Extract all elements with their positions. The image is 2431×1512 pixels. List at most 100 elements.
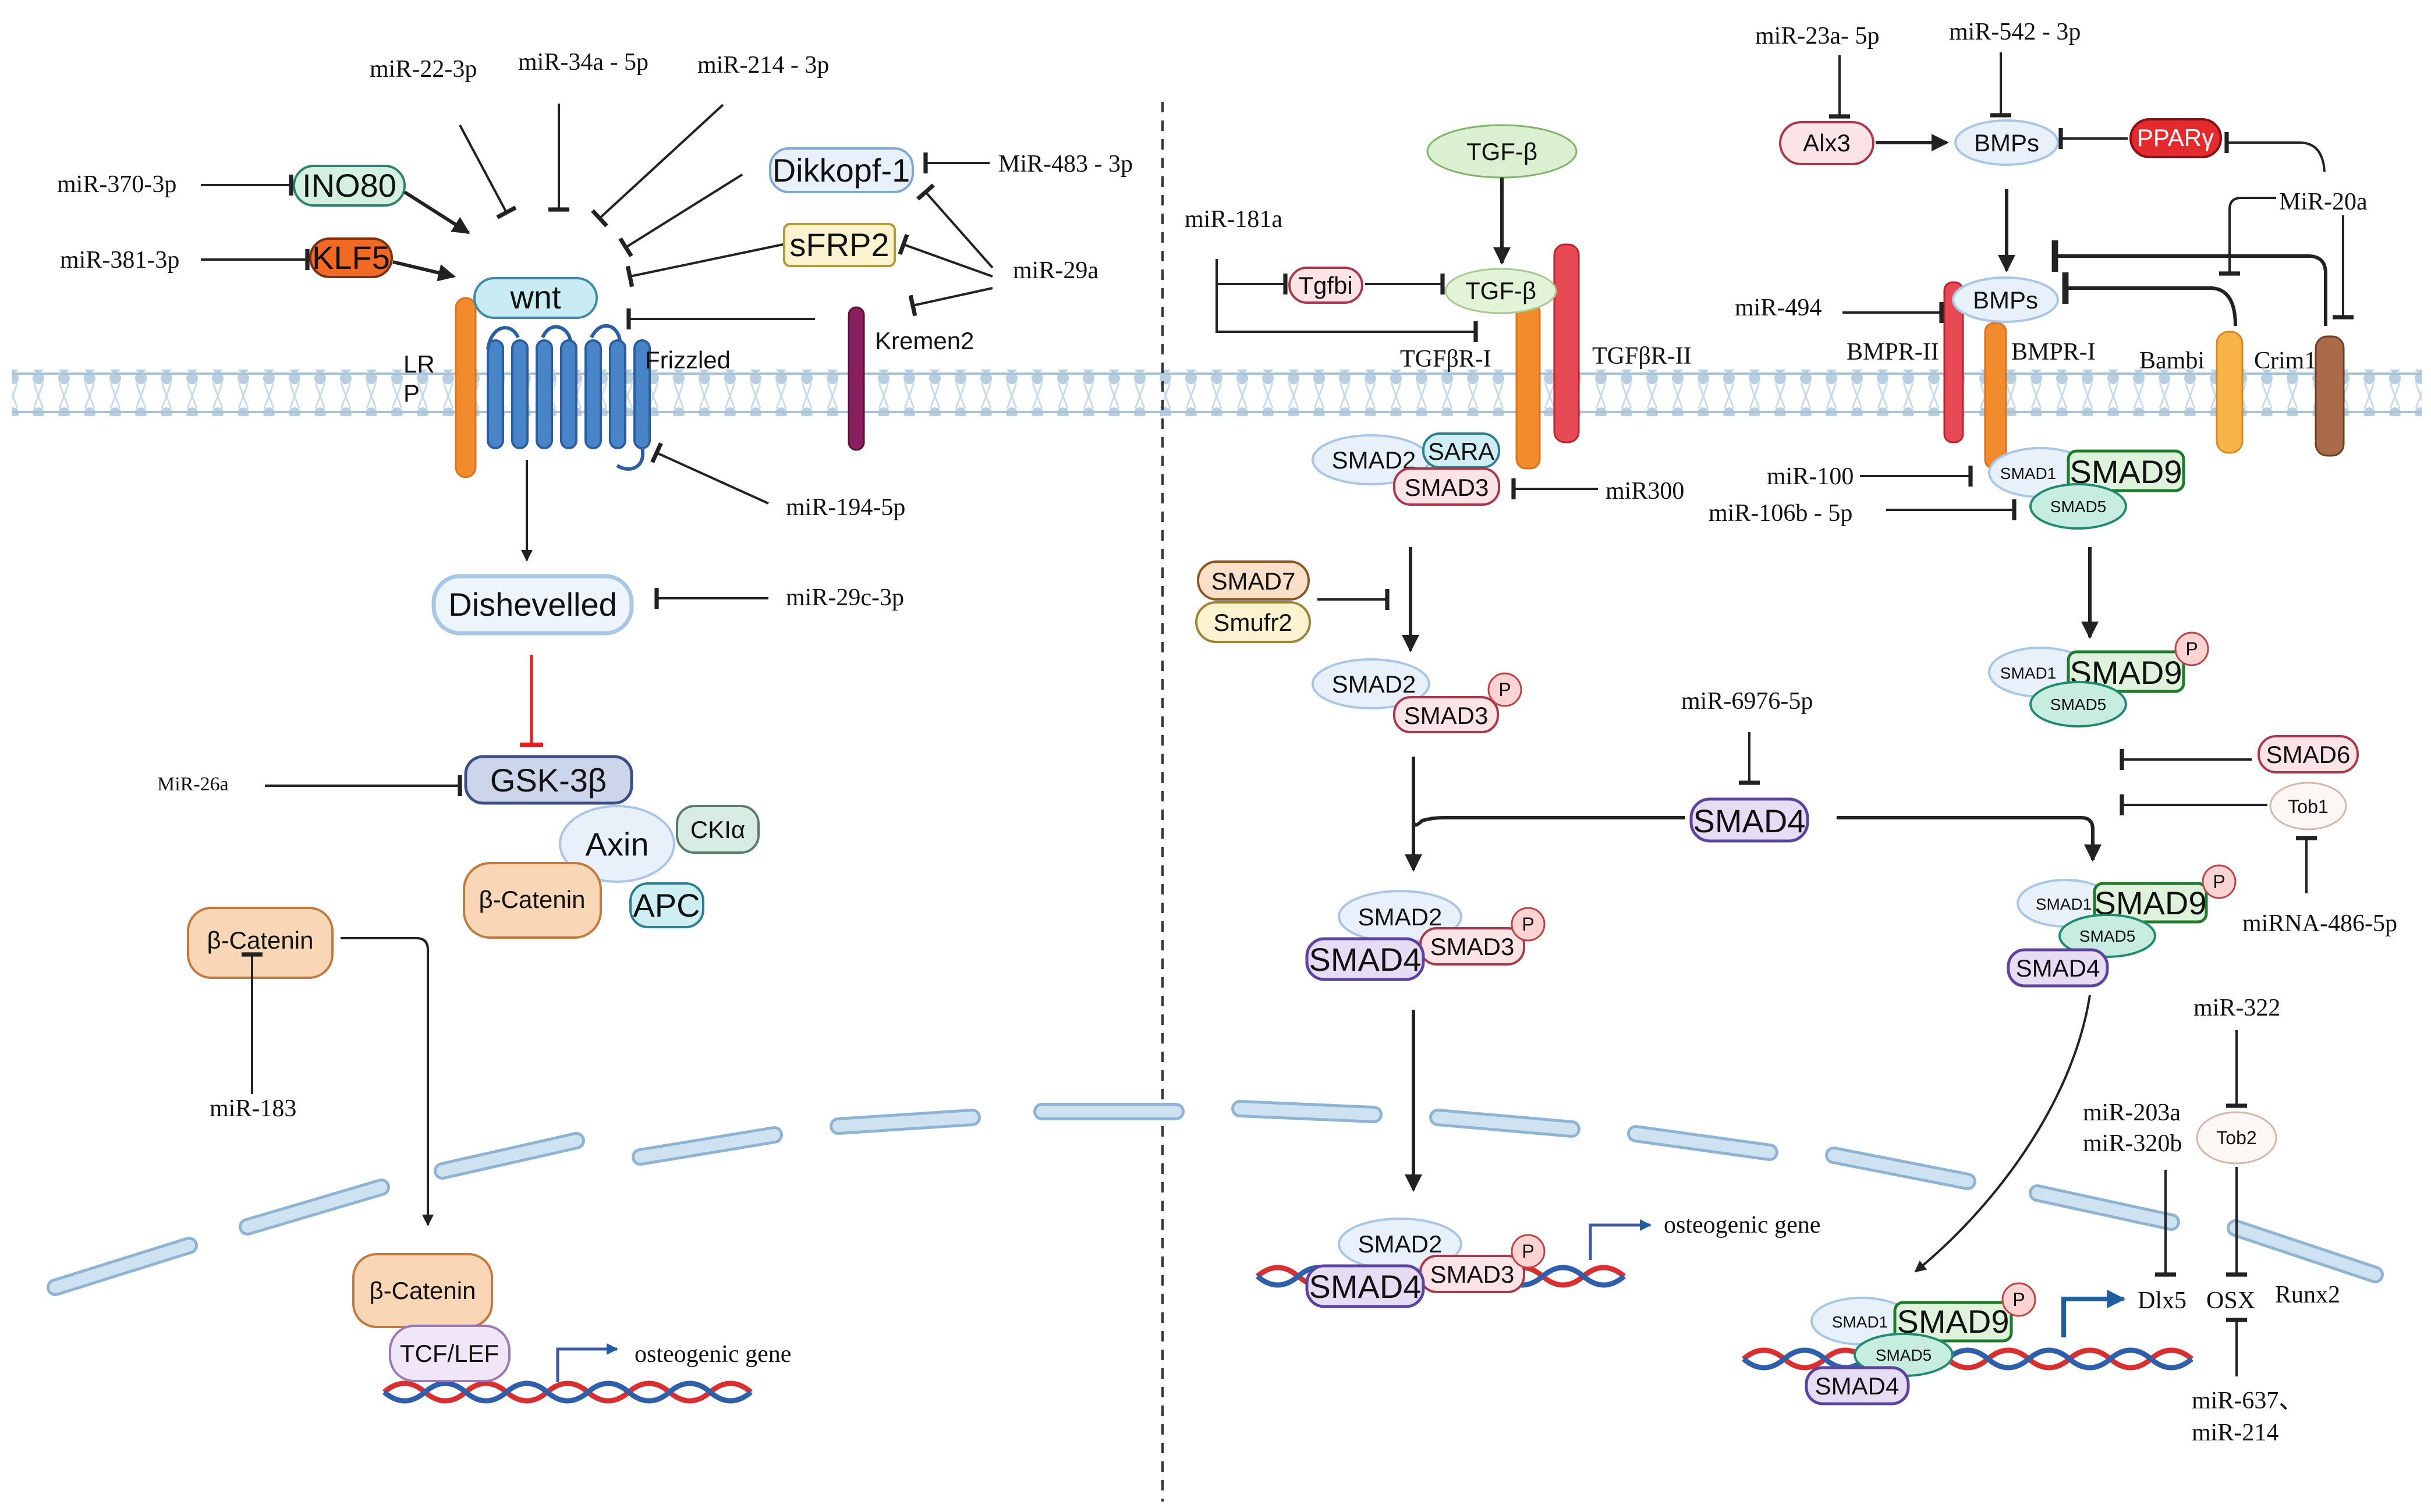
mir-26a: MiR-26a bbox=[157, 773, 229, 795]
smad9-a bbox=[2067, 449, 2185, 492]
mir-20a: MiR-20a bbox=[2279, 189, 2368, 215]
alx3-node bbox=[1779, 121, 1874, 165]
klf5-node bbox=[309, 237, 393, 278]
p-bmp-d-label: P bbox=[2012, 1289, 2025, 1310]
tgfb-top-label: TGF-β bbox=[1466, 138, 1537, 165]
mir-194-5p: miR-194-5p bbox=[786, 494, 905, 521]
bmp-edges bbox=[1829, 52, 2354, 1376]
tob1-node bbox=[2269, 782, 2347, 830]
bcat-complex-label: β-Catenin bbox=[479, 886, 586, 913]
p-tgf-c-label: P bbox=[1522, 914, 1534, 935]
dkk1-label: Dikkopf-1 bbox=[772, 152, 910, 189]
smad2-b-label: SMAD2 bbox=[1332, 670, 1416, 698]
smad1-d-label: SMAD1 bbox=[1832, 1313, 1888, 1331]
bmp-transcription-arrow bbox=[2061, 1290, 2126, 1337]
smad5-c-label: SMAD5 bbox=[2079, 927, 2135, 945]
alx3-label: Alx3 bbox=[1803, 129, 1851, 157]
bmpr2-label: BMPR-II bbox=[1847, 339, 1939, 365]
dna-bmp bbox=[1742, 1347, 2193, 1371]
smad4-shared-label: SMAD4 bbox=[1693, 803, 1806, 839]
wnt-gene-label: osteogenic gene bbox=[635, 1341, 791, 1368]
tob1-label: Tob1 bbox=[2288, 796, 2328, 817]
p-tgf-d bbox=[1511, 1234, 1546, 1269]
mir-23a-5p: miR-23a- 5p bbox=[1755, 23, 1879, 49]
mirna-486-5p: miRNA-486-5p bbox=[2242, 910, 2397, 937]
frizzled-label: Frizzled bbox=[645, 346, 731, 374]
smad2-d-label: SMAD2 bbox=[1358, 1230, 1443, 1258]
mir-203a: miR-203a bbox=[2083, 1099, 2181, 1126]
apc-label: APC bbox=[633, 887, 700, 924]
bcat-complex-node bbox=[463, 862, 602, 939]
smad5-b-label: SMAD5 bbox=[2050, 695, 2106, 714]
smad5-a bbox=[2029, 483, 2127, 530]
dkk1-node bbox=[769, 147, 914, 193]
gsk3b-node bbox=[464, 755, 633, 805]
smufr2-label: Smufr2 bbox=[1213, 609, 1292, 636]
smad4-c-label: SMAD4 bbox=[1309, 941, 1422, 978]
mir-34a-5p: miR-34a - 5p bbox=[518, 49, 648, 76]
tgfbi-label: Tgfbi bbox=[1298, 272, 1352, 299]
mir-214: miR-214 bbox=[2192, 1419, 2278, 1446]
bambi-label: Bambi bbox=[2139, 347, 2205, 374]
smad3-c-label: SMAD3 bbox=[1430, 933, 1515, 960]
p-tgf-d-label: P bbox=[1522, 1241, 1534, 1262]
tcf-lef-node bbox=[389, 1325, 511, 1382]
smad5-a-label: SMAD5 bbox=[2050, 498, 2106, 516]
tgfbr1-label: TGFβR-I bbox=[1400, 346, 1491, 372]
osx-label: OSX bbox=[2206, 1287, 2255, 1314]
smad1-a-label: SMAD1 bbox=[2000, 464, 2056, 482]
dlx5-label: Dlx5 bbox=[2138, 1287, 2187, 1314]
smad5-b bbox=[2029, 681, 2127, 727]
mir-22-3p: miR-22-3p bbox=[370, 56, 477, 83]
smad3-d-label: SMAD3 bbox=[1430, 1261, 1515, 1288]
mir-181a: miR-181a bbox=[1185, 206, 1282, 233]
bmps-bound-label: BMPs bbox=[1973, 286, 2038, 314]
wnt-transcription-arrow bbox=[556, 1343, 618, 1382]
mir-214-3p: miR-214 - 3p bbox=[697, 52, 829, 79]
tob2-label: Tob2 bbox=[2216, 1127, 2256, 1148]
frizzled-receptor bbox=[486, 324, 651, 471]
dishevelled-label: Dishevelled bbox=[448, 586, 617, 623]
tgf-gene-label: osteogenic gene bbox=[1664, 1212, 1820, 1238]
tgfbr1-receptor bbox=[1515, 301, 1541, 470]
bmpr1-label: BMPR-I bbox=[2011, 339, 2096, 365]
smad1-b-label: SMAD1 bbox=[2000, 664, 2056, 682]
smad4-d bbox=[1305, 1264, 1425, 1308]
smad2-a-label: SMAD2 bbox=[1332, 446, 1416, 474]
crim1-label: Crim1 bbox=[2254, 347, 2316, 374]
smad4-shared bbox=[1689, 797, 1809, 843]
wnt-label: wnt bbox=[509, 279, 561, 315]
mir-322: miR-322 bbox=[2193, 995, 2280, 1021]
smad4-bmp-d-label: SMAD4 bbox=[1815, 1372, 1900, 1400]
p-tgf-b-label: P bbox=[1498, 679, 1511, 700]
p-bmp-b bbox=[2174, 631, 2209, 666]
mir-100: miR-100 bbox=[1767, 463, 1854, 490]
bcat-free-label: β-Catenin bbox=[207, 927, 314, 954]
smad9-d bbox=[1893, 1301, 2013, 1343]
smad4-bmp-d bbox=[1805, 1366, 1910, 1405]
sfrp2-node bbox=[783, 223, 896, 267]
tob2-node bbox=[2196, 1111, 2277, 1165]
tgfb-bound bbox=[1444, 268, 1557, 314]
ck1a-label: CKIα bbox=[690, 816, 745, 843]
mir-370-3p: miR-370-3p bbox=[57, 171, 176, 198]
smad9-c bbox=[2093, 882, 2208, 924]
tgfbr2-label: TGFβR-II bbox=[1592, 343, 1692, 370]
tgf-edges bbox=[1216, 259, 2102, 1192]
smad6-node bbox=[2258, 735, 2359, 773]
bmps-top-label: BMPs bbox=[1974, 129, 2039, 157]
smad9-b bbox=[2067, 650, 2185, 693]
p-bmp-b-label: P bbox=[2185, 638, 2198, 659]
axin-node bbox=[559, 805, 675, 883]
mir-183: miR-183 bbox=[210, 1095, 296, 1122]
smad1-c-label: SMAD1 bbox=[2036, 895, 2092, 913]
smad3-b bbox=[1393, 696, 1499, 733]
p-bmp-c-label: P bbox=[2213, 871, 2225, 892]
ino80-node bbox=[293, 165, 406, 207]
smad2-c-label: SMAD2 bbox=[1358, 903, 1443, 931]
smad3-a-label: SMAD3 bbox=[1405, 474, 1489, 501]
smad4-bmp-c bbox=[2007, 948, 2109, 988]
smad5-d-label: SMAD5 bbox=[1876, 1346, 1932, 1364]
tgfb-bound-label: TGF-β bbox=[1465, 277, 1536, 304]
